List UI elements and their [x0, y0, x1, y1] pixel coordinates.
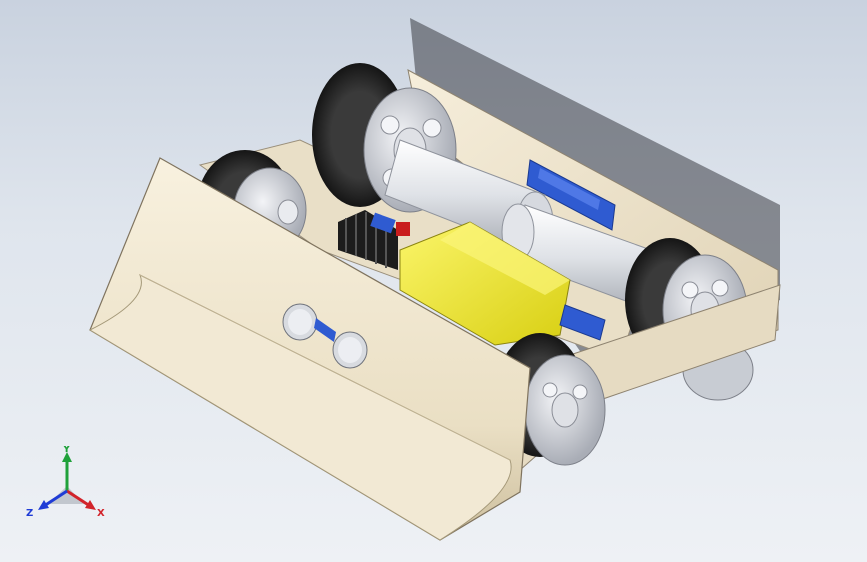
motor-driver-board [526, 159, 616, 231]
x-axis-line [66, 489, 91, 508]
connector-blue [370, 212, 396, 234]
battery-pack [399, 221, 571, 346]
switch-board [559, 304, 606, 341]
z-axis-label: Z [26, 508, 33, 519]
coordinate-triad: Y X Z [26, 446, 105, 519]
x-axis-label: X [97, 508, 105, 519]
ultrasonic-sensor [282, 303, 368, 369]
front-blade[interactable] [88, 157, 531, 541]
y-axis-label: Y [62, 446, 71, 455]
connector-red [396, 222, 410, 236]
z-axis-line [43, 489, 68, 508]
z-axis-arrow [38, 500, 49, 510]
y-axis-arrow [62, 452, 72, 462]
x-axis-arrow [85, 500, 96, 510]
